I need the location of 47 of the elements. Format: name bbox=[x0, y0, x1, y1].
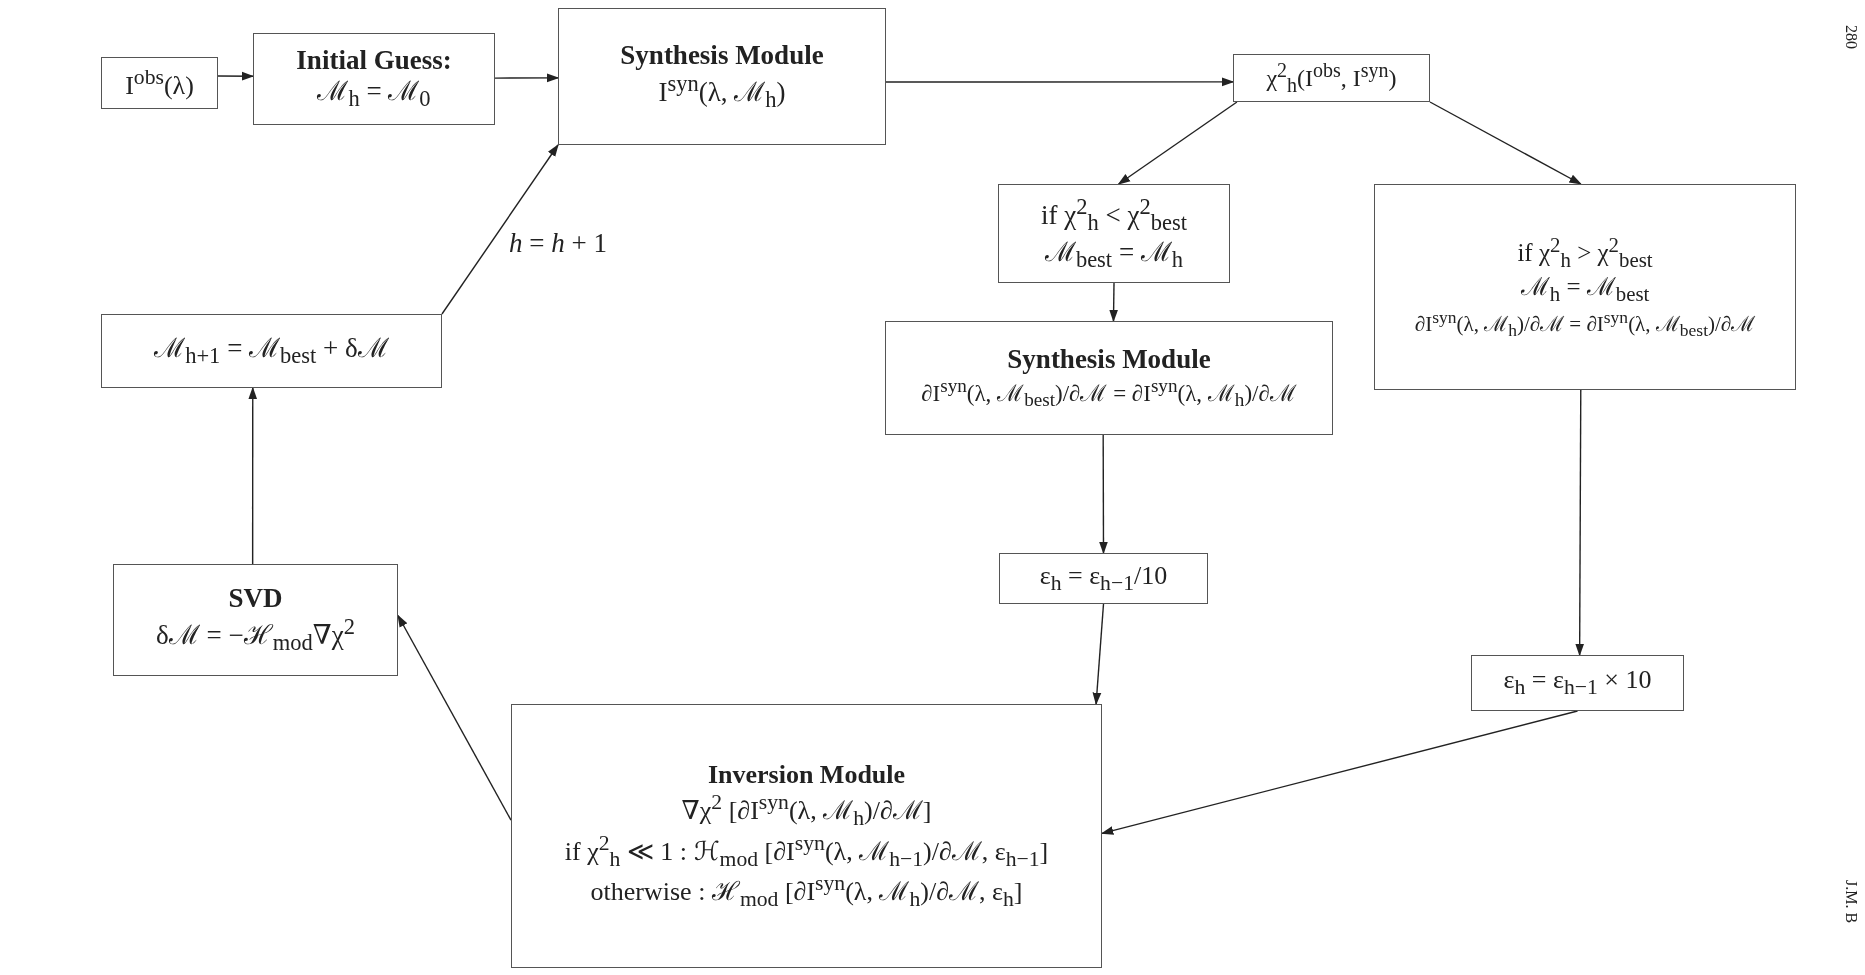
formula-text: ℳ$_{h}$ = ℳ$_{0}$ bbox=[317, 76, 431, 113]
formula-text: χ$^{2}$$_{h}$(I$^{obs}$, I$^{syn}$) bbox=[1266, 59, 1397, 97]
process-box bbox=[999, 553, 1208, 604]
formula-text: if χ$^{2}$$_{h}$ ≪ 1 : ℋ$_{mod}$ [∂I$^{syn}$(λ, ℳ$_{h−1}$)/∂ℳ, ε$_{h−1}$] bbox=[564, 830, 1049, 872]
formula-text: ℳ$_{best}$ = ℳ$_{h}$ bbox=[1044, 236, 1184, 273]
arrow bbox=[248, 386, 258, 565]
arrow bbox=[217, 71, 255, 81]
process-box bbox=[1471, 655, 1684, 711]
arrow bbox=[441, 143, 559, 315]
arrow bbox=[885, 77, 1235, 87]
module-title: Synthesis Module bbox=[620, 39, 824, 71]
module-title: Synthesis Module bbox=[1007, 344, 1211, 376]
formula-text: ∂I$^{syn}$(λ, ℳ$_{best}$)/∂ℳ = ∂I$^{syn}$(λ, ℳ$_{h}$)/∂ℳ bbox=[921, 375, 1297, 412]
arrow bbox=[1100, 710, 1579, 835]
process-box bbox=[998, 184, 1230, 283]
process-box bbox=[558, 8, 886, 145]
formula-text: otherwise : ℋ$_{mod}$ [∂I$^{syn}$(λ, ℳ$_{h}$)/∂ℳ, ε$_{h}$] bbox=[590, 871, 1023, 913]
formula-text: I$^{syn}$(λ, ℳ$_{h}$) bbox=[658, 70, 786, 114]
module-title: Inversion Module bbox=[707, 759, 906, 790]
page-number: 280 bbox=[1842, 25, 1860, 49]
formula-text: δℳ = −ℋ$_{mod}$∇χ$^{2}$ bbox=[156, 614, 355, 657]
formula-text: ℳ$_{h}$ = ℳ$_{best}$ bbox=[1520, 273, 1650, 307]
process-box bbox=[101, 314, 442, 388]
process-box bbox=[253, 33, 495, 125]
arrow bbox=[1092, 603, 1105, 706]
process-box bbox=[1233, 54, 1430, 102]
formula-text: ∇χ$^{2}$ [∂I$^{syn}$(λ, ℳ$_{h}$)/∂ℳ] bbox=[681, 789, 932, 831]
formula-text: ε$_{h}$ = ε$_{h−1}$ × 10 bbox=[1503, 665, 1652, 701]
arrow bbox=[1429, 101, 1582, 185]
process-box bbox=[885, 321, 1333, 435]
arrow bbox=[397, 614, 512, 821]
formula-text: ∂I$^{syn}$(λ, ℳ$_{h}$)/∂ℳ = ∂I$^{syn}$(λ, ℳ$_{best}$)/∂ℳ bbox=[1414, 306, 1756, 341]
process-box bbox=[101, 57, 218, 109]
process-box bbox=[1374, 184, 1796, 390]
arrow bbox=[1099, 434, 1108, 555]
module-title: SVD bbox=[228, 583, 283, 615]
process-box bbox=[511, 704, 1102, 968]
arrow bbox=[1575, 389, 1585, 657]
formula-text: I$^{obs}$(λ) bbox=[125, 65, 194, 101]
arrow bbox=[1117, 101, 1238, 185]
arrow bbox=[494, 73, 560, 83]
formula-text: ε$_{h}$ = ε$_{h−1}$/10 bbox=[1039, 560, 1168, 597]
module-title: Initial Guess: bbox=[296, 45, 452, 77]
arrow bbox=[1109, 282, 1119, 323]
process-box bbox=[113, 564, 398, 676]
author-text: J.M. B bbox=[1842, 880, 1860, 924]
formula-text: ℳ$_{h+1}$ = ℳ$_{best}$ + δℳ bbox=[154, 332, 389, 370]
